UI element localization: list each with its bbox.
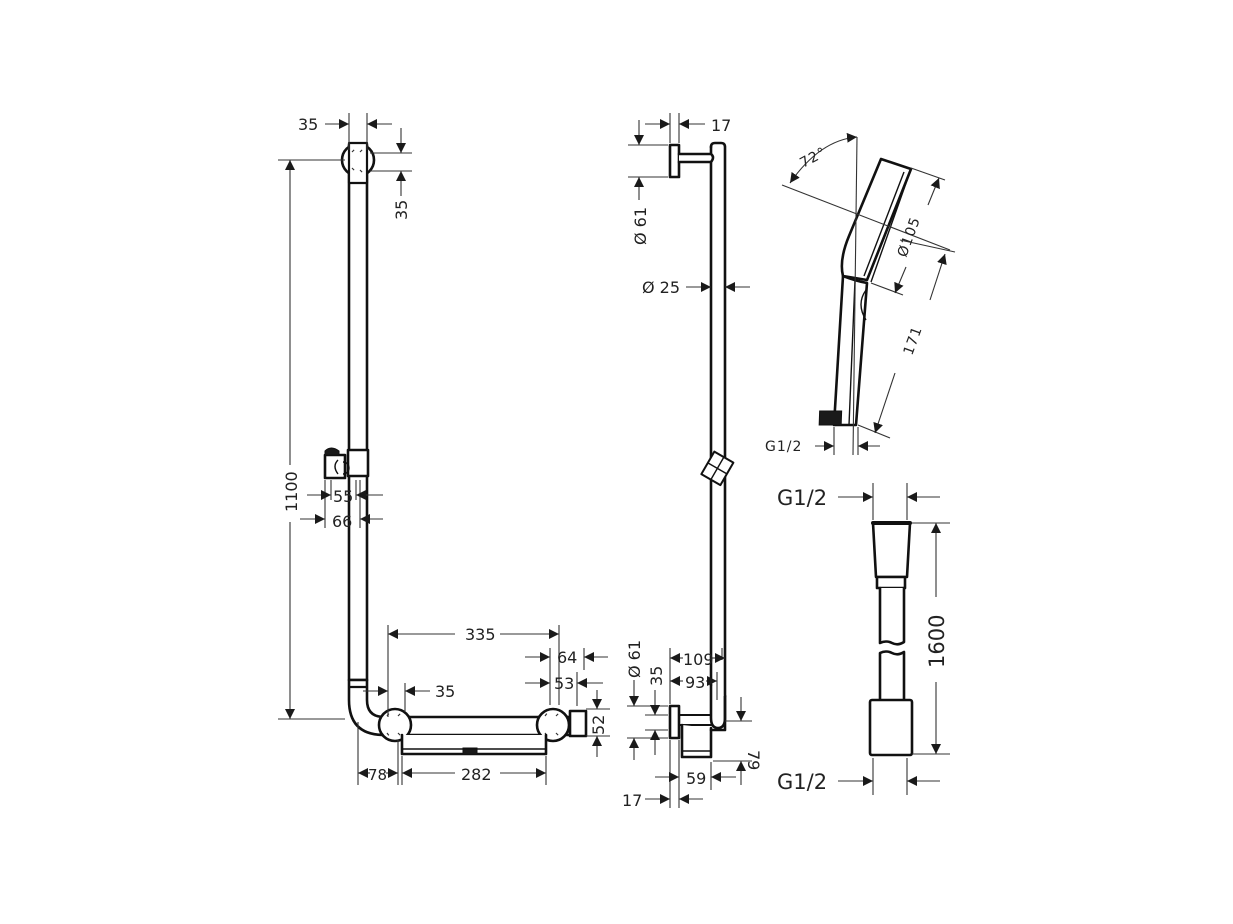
shelf-notch [462,747,478,755]
dim-hose-thread-bottom: G1/2 [777,758,940,795]
svg-text:Ø 61: Ø 61 [625,640,644,678]
side-holder [700,450,735,487]
svg-text:109: 109 [683,650,714,669]
dim-shower-length: 171 [857,239,956,439]
hose-upper [878,586,906,646]
shower-head [840,157,913,282]
dim-top-width: 35 [298,113,392,150]
side-shelf [680,723,713,759]
dim-end-cap-height: 52 [586,690,610,757]
svg-text:G1/2: G1/2 [777,770,827,794]
dim-total-height: 1100 [278,159,345,720]
vertical-rail [347,143,369,682]
svg-text:17: 17 [711,116,731,135]
svg-text:1600: 1600 [925,615,949,668]
hose-lower [878,650,906,710]
dim-flange-diameter-top: Ø 61 [628,120,668,245]
svg-text:Ø105: Ø105 [895,215,924,260]
svg-text:Ø 61: Ø 61 [631,207,650,245]
dim-shelf-drop: 79 [713,697,763,785]
top-flange [668,143,681,179]
shower-connector [818,410,843,426]
svg-text:17: 17 [622,791,642,810]
svg-text:59: 59 [686,769,706,788]
svg-text:64: 64 [557,648,577,667]
dim-bracket-offset: 35 [363,682,455,712]
svg-text:35: 35 [435,682,455,701]
svg-text:79: 79 [744,750,763,770]
dim-top-bracket-height: 35 [370,128,412,220]
dim-flange-bottom: Ø 61 35 [625,640,668,760]
side-rail [709,141,727,698]
svg-text:171: 171 [901,324,926,357]
svg-text:1100: 1100 [282,471,301,512]
dim-projection: 109 93 [669,648,725,704]
hose-top-nut [871,521,912,579]
dim-hose-length: 1600 [912,522,950,755]
svg-text:G1/2: G1/2 [777,486,827,510]
dim-shelf-depth: 59 17 [622,740,736,810]
side-view-rail: 17 Ø 61 Ø 25 Ø 61 35 [622,113,763,810]
dim-bottom-widths: 78 282 [357,722,547,785]
dim-flange-thickness-top: 17 [645,113,731,143]
svg-text:53: 53 [554,674,574,693]
dim-shower-thread: G1/2 [765,427,880,455]
svg-text:55: 55 [333,487,353,506]
dim-end-cap-widths: 64 53 [525,648,608,706]
shower-handle [832,274,869,427]
svg-text:G1/2: G1/2 [765,439,802,455]
top-arm [677,152,715,164]
dim-hose-thread-top: G1/2 [777,483,940,520]
shower-holder [323,447,370,480]
hand-shower: 72° Ø105 171 G1/2 [765,132,956,456]
svg-text:35: 35 [392,200,411,220]
svg-text:35: 35 [647,666,666,686]
shower-hose: G1/2 1600 G1/2 [777,483,950,795]
front-view-rail: 35 35 1100 55 66 [278,113,610,785]
svg-text:78: 78 [368,766,387,784]
svg-text:Ø 25: Ø 25 [642,278,680,297]
end-cap [568,709,588,738]
dim-holder-widths: 55 66 [300,480,383,531]
svg-text:335: 335 [465,625,496,644]
svg-text:35: 35 [298,115,318,134]
bottom-flange [668,704,681,740]
svg-text:93: 93 [685,673,705,692]
dim-rail-diameter: Ø 25 [642,278,750,297]
side-rail-bottom [709,683,727,730]
dim-horizontal-length: 335 [387,625,560,717]
svg-text:282: 282 [461,765,492,784]
svg-text:52: 52 [589,715,608,735]
svg-text:66: 66 [332,512,352,531]
hose-bottom-nut [868,698,914,757]
